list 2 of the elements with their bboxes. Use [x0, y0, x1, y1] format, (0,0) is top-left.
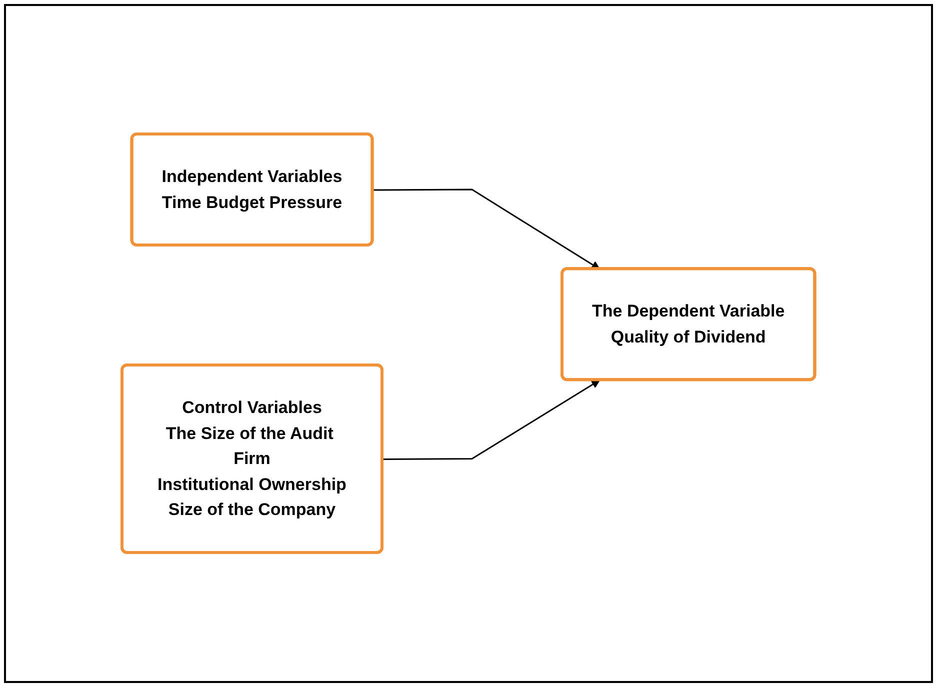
arrow — [382, 380, 600, 460]
arrow — [372, 189, 600, 270]
